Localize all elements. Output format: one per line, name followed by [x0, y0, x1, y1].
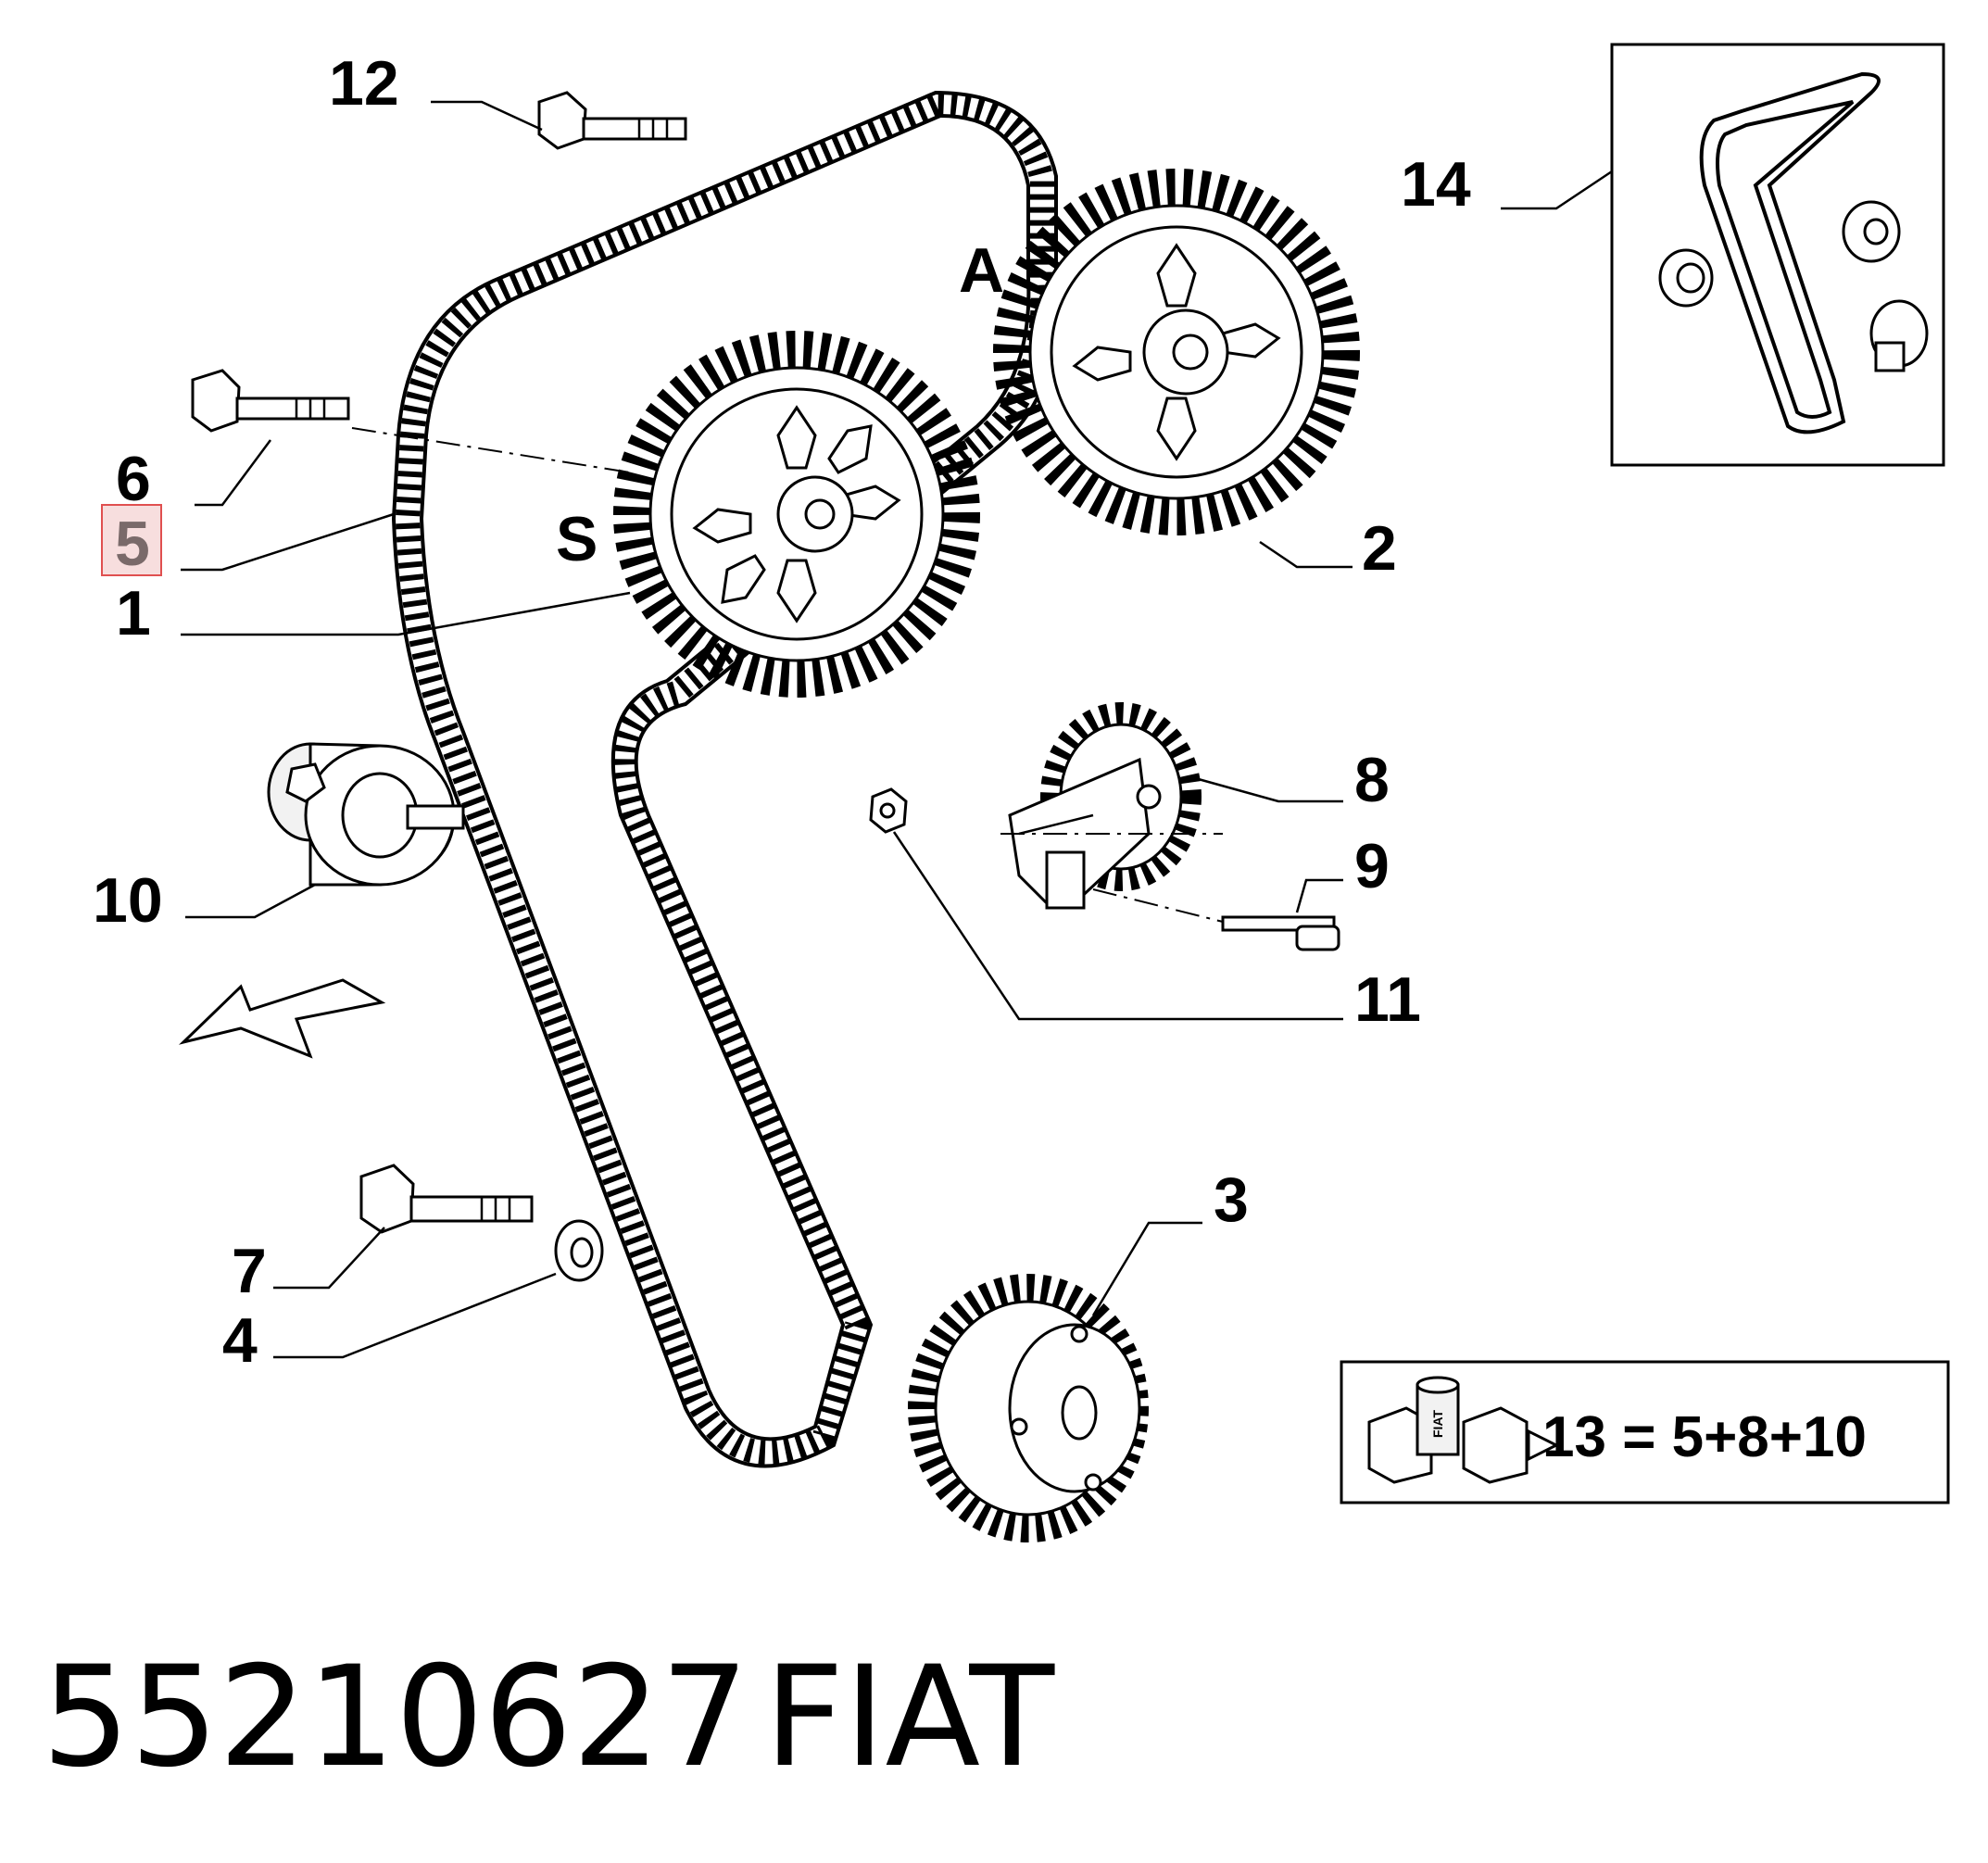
washer-4	[554, 1219, 604, 1282]
kit-formula: 13 = 5+8+10	[1542, 1405, 1867, 1469]
callout-12: 12	[329, 48, 399, 119]
inset-kit-14	[1610, 43, 1945, 467]
tensioner	[1008, 702, 1202, 910]
callout-5: 5	[115, 509, 150, 579]
nut-11	[869, 787, 908, 834]
kit-badge-text: FIAT	[1430, 1409, 1445, 1438]
callout-14: 14	[1401, 149, 1471, 220]
bolt-6	[191, 369, 350, 433]
leader-lines	[181, 100, 1613, 1359]
direction-arrow	[178, 978, 386, 1059]
pin-9	[1221, 915, 1340, 951]
callout-11: 11	[1354, 964, 1421, 1035]
bolt-7	[359, 1164, 534, 1234]
bolt-12	[537, 91, 687, 150]
callout-3: 3	[1214, 1164, 1249, 1235]
callout-4: 4	[222, 1305, 258, 1376]
zone-label-s: S	[556, 504, 598, 574]
crankshaft-sprocket	[908, 1274, 1149, 1542]
timing-belt	[391, 90, 1060, 1468]
callout-5-highlight	[101, 504, 162, 576]
kit-box: FIAT 13 = 5+8+10	[1340, 1360, 1950, 1504]
brand-name: FIAT	[764, 1637, 1055, 1798]
callout-10: 10	[93, 865, 163, 936]
callout-8: 8	[1354, 745, 1390, 815]
callout-9: 9	[1354, 831, 1390, 901]
camshaft-sprocket-s	[613, 331, 980, 698]
callout-6: 6	[116, 444, 151, 514]
camshaft-sprocket-a	[993, 169, 1360, 535]
callout-7: 7	[232, 1236, 267, 1306]
zone-label-a: A	[959, 235, 1004, 306]
part-number: 55210627	[42, 1637, 749, 1798]
callout-1: 1	[116, 578, 151, 648]
idler-roller	[267, 742, 465, 887]
kit-icon: FIAT	[1367, 1376, 1560, 1484]
callout-2: 2	[1362, 513, 1397, 584]
